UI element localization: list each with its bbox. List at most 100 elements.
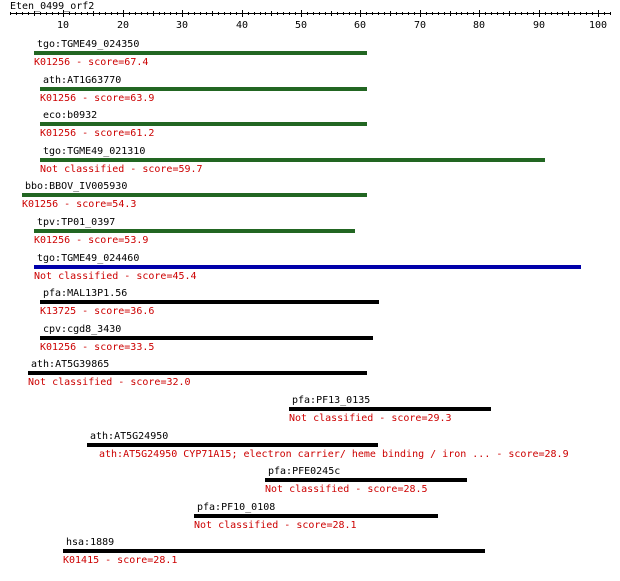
hit-name[interactable]: ath:AT1G63770 xyxy=(43,75,122,86)
scale-minor-tick xyxy=(248,12,249,15)
scale-baseline xyxy=(10,13,610,14)
scale-minor-tick xyxy=(260,12,261,15)
scale-minor-tick xyxy=(105,12,106,15)
scale-minor-tick xyxy=(194,12,195,15)
scale-minor-tick xyxy=(473,12,474,15)
scale-minor-tick xyxy=(182,10,183,17)
hit-name[interactable]: tgo:TGME49_024350 xyxy=(37,39,140,50)
hit-name[interactable]: ath:AT5G24950 xyxy=(90,431,169,442)
scale-minor-tick xyxy=(153,11,154,16)
hit-bar[interactable] xyxy=(40,336,373,340)
hit-bar[interactable] xyxy=(34,229,355,233)
hit-bar[interactable] xyxy=(87,443,378,447)
scale-minor-tick xyxy=(63,10,64,17)
scale-minor-tick xyxy=(610,12,611,15)
scale-minor-tick xyxy=(551,12,552,15)
scale-minor-tick xyxy=(509,11,510,16)
scale-minor-tick xyxy=(283,12,284,15)
hit-name[interactable]: bbo:BBOV_IV005930 xyxy=(25,181,128,192)
scale-minor-tick xyxy=(123,10,124,17)
scale-minor-tick xyxy=(592,12,593,15)
scale-minor-tick xyxy=(10,12,11,15)
scale-minor-tick xyxy=(319,12,320,15)
hit-score-text[interactable]: Not classified - score=29.3 xyxy=(289,413,452,424)
scale-minor-tick xyxy=(301,10,302,17)
scale-minor-tick xyxy=(164,12,165,15)
scale-minor-tick xyxy=(218,12,219,15)
scale-minor-tick xyxy=(586,12,587,15)
hit-name[interactable]: tgo:TGME49_021310 xyxy=(43,146,146,157)
hit-bar[interactable] xyxy=(289,407,491,411)
scale-minor-tick xyxy=(265,12,266,15)
scale-minor-tick xyxy=(521,12,522,15)
hit-score-text[interactable]: K01256 - score=53.9 xyxy=(34,235,149,246)
hit-score-text[interactable]: Not classified - score=28.5 xyxy=(265,484,428,495)
scale-minor-tick xyxy=(384,12,385,15)
hit-name[interactable]: tpv:TP01_0397 xyxy=(37,217,116,228)
hit-score-text[interactable]: Not classified - score=32.0 xyxy=(28,377,191,388)
hit-name[interactable]: tgo:TGME49_024460 xyxy=(37,253,140,264)
scale-minor-tick xyxy=(93,11,94,16)
scale-minor-tick xyxy=(360,10,361,17)
scale-tick-label: 50 xyxy=(294,20,308,31)
scale-minor-tick xyxy=(99,12,100,15)
scale-minor-tick xyxy=(562,12,563,15)
hit-score-text[interactable]: Not classified - score=45.4 xyxy=(34,271,197,282)
scale-minor-tick xyxy=(432,12,433,15)
scale-minor-tick xyxy=(46,12,47,15)
scale-minor-tick xyxy=(22,12,23,15)
scale-minor-tick xyxy=(568,11,569,16)
scale-minor-tick xyxy=(135,12,136,15)
hit-bar[interactable] xyxy=(34,51,367,55)
hit-bar[interactable] xyxy=(194,514,438,518)
scale-minor-tick xyxy=(545,12,546,15)
hit-score-text[interactable]: K13725 - score=36.6 xyxy=(40,306,155,317)
hit-score-text[interactable]: K01256 - score=54.3 xyxy=(22,199,137,210)
hit-name[interactable]: pfa:PF13_0135 xyxy=(292,395,371,406)
hit-score-text[interactable]: K01415 - score=28.1 xyxy=(63,555,178,566)
hit-score-text[interactable]: Not classified - score=28.1 xyxy=(194,520,357,531)
hit-name[interactable]: pfa:PFE0245c xyxy=(268,466,341,477)
hit-bar[interactable] xyxy=(28,371,367,375)
scale-tick-label: 90 xyxy=(532,20,546,31)
hit-bar[interactable] xyxy=(22,193,367,197)
scale-minor-tick xyxy=(159,12,160,15)
hit-bar[interactable] xyxy=(40,158,545,162)
hit-name[interactable]: pfa:MAL13P1.56 xyxy=(43,288,128,299)
scale-minor-tick xyxy=(444,12,445,15)
scale-minor-tick xyxy=(491,12,492,15)
scale-minor-tick xyxy=(355,12,356,15)
scale-minor-tick xyxy=(456,12,457,15)
hit-name[interactable]: cpv:cgd8_3430 xyxy=(43,324,122,335)
scale-minor-tick xyxy=(390,11,391,16)
scale-minor-tick xyxy=(420,10,421,17)
hit-bar[interactable] xyxy=(40,300,379,304)
hit-score-text[interactable]: ath:AT5G24950 CYP71A15; electron carrier… xyxy=(99,449,569,460)
hit-score-text[interactable]: K01256 - score=61.2 xyxy=(40,128,155,139)
scale-minor-tick xyxy=(52,12,53,15)
hit-score-text[interactable]: K01256 - score=63.9 xyxy=(40,93,155,104)
scale-minor-tick xyxy=(147,12,148,15)
scale-minor-tick xyxy=(111,12,112,15)
hit-name[interactable]: eco:b0932 xyxy=(43,110,98,121)
hit-bar[interactable] xyxy=(40,122,367,126)
scale-minor-tick xyxy=(574,12,575,15)
scale-minor-tick xyxy=(366,12,367,15)
hit-score-text[interactable]: K01256 - score=67.4 xyxy=(34,57,149,68)
scale-minor-tick xyxy=(69,12,70,15)
scale-tick-label: 100 xyxy=(588,20,608,31)
scale-minor-tick xyxy=(313,12,314,15)
hit-bar[interactable] xyxy=(40,87,367,91)
scale-minor-tick xyxy=(408,12,409,15)
hit-bar[interactable] xyxy=(34,265,581,269)
scale-minor-tick xyxy=(224,12,225,15)
hit-score-text[interactable]: Not classified - score=59.7 xyxy=(40,164,203,175)
scale-minor-tick xyxy=(414,12,415,15)
hit-name[interactable]: hsa:1889 xyxy=(66,537,115,548)
hit-bar[interactable] xyxy=(265,478,467,482)
hit-score-text[interactable]: K01256 - score=33.5 xyxy=(40,342,155,353)
hit-name[interactable]: pfa:PF10_0108 xyxy=(197,502,276,513)
scale-minor-tick xyxy=(426,12,427,15)
hit-name[interactable]: ath:AT5G39865 xyxy=(31,359,110,370)
hit-bar[interactable] xyxy=(63,549,485,553)
